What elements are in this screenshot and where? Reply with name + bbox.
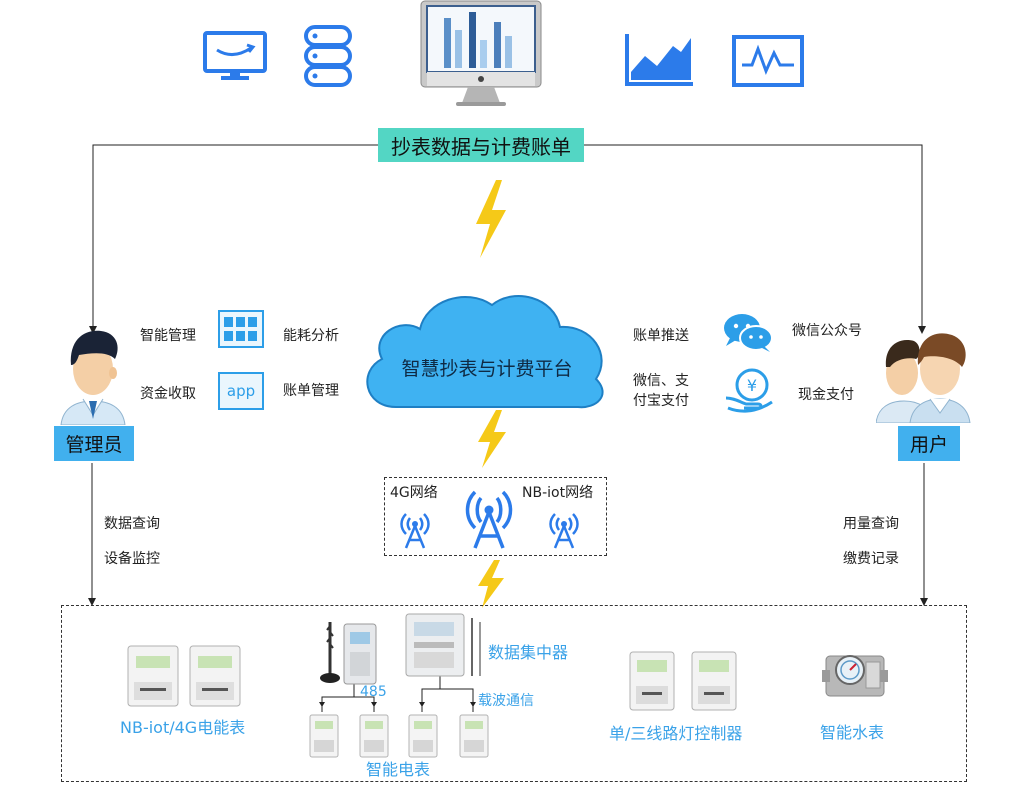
meter-icon <box>309 714 489 758</box>
billing-data-title: 抄表数据与计费账单 <box>378 128 584 162</box>
water-meter-icon <box>822 655 888 697</box>
wechat-icon <box>724 314 773 352</box>
bus-485-label: 485 <box>360 684 387 700</box>
user-role-label: 用户 <box>898 426 960 461</box>
line-chart-icon <box>732 35 804 87</box>
line-title-to-admin <box>89 144 378 334</box>
concentrator-icon <box>405 613 481 677</box>
line-title-to-user <box>584 144 926 334</box>
network-box <box>384 477 607 556</box>
admin-function-fund-collection: 资金收取 <box>140 386 196 402</box>
dashboard-icon <box>420 0 542 106</box>
user-function-bill-push: 账单推送 <box>633 328 689 344</box>
admin-down-device-monitor: 设备监控 <box>104 551 160 567</box>
grid-dashboard-icon <box>218 310 264 348</box>
user-down-usage-query: 用量查询 <box>843 516 899 532</box>
cloud-icon <box>366 295 604 409</box>
signal-tower-icon <box>400 513 430 549</box>
app-icon: app <box>218 372 264 410</box>
database-icon <box>304 25 352 87</box>
network-nbiot-label: NB-iot网络 <box>522 485 594 501</box>
admin-down-data-query: 数据查询 <box>104 516 160 532</box>
admin-avatar-icon <box>60 330 126 425</box>
user-function-cash-payment: 现金支付 <box>798 387 854 403</box>
lightning-icon <box>476 180 506 258</box>
water-meter-label: 智能水表 <box>820 723 885 742</box>
concentrator-label: 数据集中器 <box>488 643 569 662</box>
user-function-wechat-account: 微信公众号 <box>792 323 862 339</box>
cash-payment-icon: ¥ <box>725 368 773 413</box>
carrier-label: 载波通信 <box>478 693 534 709</box>
admin-function-bill-management: 账单管理 <box>283 383 339 399</box>
streetlight-controller-label: 单/三线路灯控制器 <box>609 724 743 743</box>
cash-symbol: ¥ <box>747 376 757 395</box>
admin-function-smart-management: 智能管理 <box>140 328 196 344</box>
lightning-icon <box>478 410 506 468</box>
user-function-pay-line2: 付宝支付 <box>633 393 689 409</box>
devices-box <box>61 605 967 782</box>
antenna-icon <box>320 622 377 685</box>
user-avatar-icon <box>876 333 971 423</box>
meter-icon <box>127 645 241 707</box>
user-down-payment-record: 缴费记录 <box>843 551 899 567</box>
lightning-icon <box>478 560 504 608</box>
network-4g-label: 4G网络 <box>390 485 438 501</box>
smart-meter-label: 智能电表 <box>366 760 431 779</box>
user-function-pay-line1: 微信、支 <box>633 373 689 389</box>
signal-tower-icon <box>465 490 513 549</box>
admin-role-label: 管理员 <box>54 426 134 461</box>
signal-tower-icon <box>549 513 579 549</box>
meter-icon <box>629 651 737 711</box>
platform-name: 智慧抄表与计费平台 <box>401 358 573 380</box>
monitor-icon <box>203 31 267 80</box>
nbiot-meter-label: NB-iot/4G电能表 <box>120 718 246 737</box>
area-chart-icon <box>625 34 693 86</box>
admin-function-energy-analysis: 能耗分析 <box>283 328 339 344</box>
